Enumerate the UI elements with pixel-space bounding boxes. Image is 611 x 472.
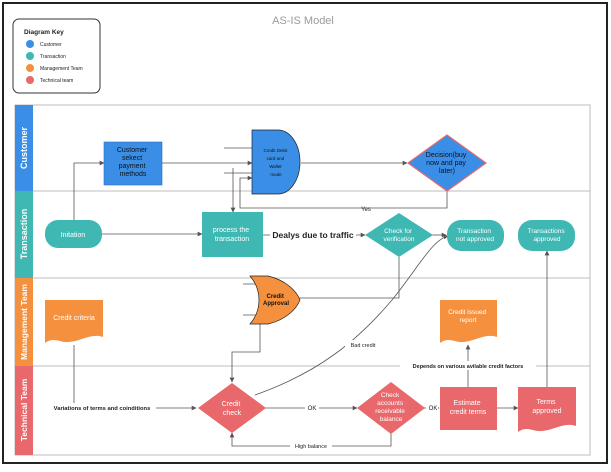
not-approved-line-1: Transaction xyxy=(457,228,491,235)
process-line-2: transaction xyxy=(215,236,249,243)
estimate-line-1: Estimate xyxy=(453,400,480,407)
svg-text:Credit Approval: Credit Approval xyxy=(263,294,289,307)
node-decision-bnpl[interactable]: Decision(buy now and pay later) xyxy=(406,134,488,192)
node-verification[interactable]: Check for verification xyxy=(365,213,433,257)
node-credit-report[interactable]: Credit issued report xyxy=(440,300,497,343)
node-initiation[interactable]: Initation xyxy=(45,220,102,248)
svg-text:Credit check: Credit check xyxy=(222,401,243,417)
initiation-label: Initation xyxy=(61,232,86,239)
edge-initiation-to-payment xyxy=(73,160,105,220)
decision-line-3: later) xyxy=(439,168,455,175)
node-select-payment[interactable]: Customer sekect payment methods xyxy=(103,141,163,186)
label-variations: Variations of terms and coinditions xyxy=(54,406,151,412)
credit-gate-line-4: mode xyxy=(270,172,282,177)
node-not-approved[interactable]: Transaction not approved xyxy=(447,220,504,251)
label-factors: Depends on various avilable credit facto… xyxy=(413,364,524,370)
check-accounts-line-1: Check xyxy=(381,392,400,399)
label-traffic: Dealys due to traffic xyxy=(272,230,354,240)
label-yes: Yes xyxy=(361,207,371,213)
verification-line-1: Check for xyxy=(384,228,413,235)
svg-text:Credit issued report: Credit issued report xyxy=(448,309,488,324)
edge-approval-to-credit-check xyxy=(229,322,261,383)
key-dot-customer xyxy=(26,40,34,48)
credit-report-line-1: Credit issued xyxy=(448,309,486,316)
svg-text:Check for verification: Check for verification xyxy=(383,228,414,243)
decision-line-1: Decision(buy xyxy=(426,152,467,159)
edge-bad-credit xyxy=(254,234,449,396)
lane-header-customer xyxy=(15,105,33,191)
key-dot-transaction xyxy=(26,52,34,60)
select-payment-line-1: Customer xyxy=(117,147,148,154)
not-approved-line-2: not approved xyxy=(456,236,494,243)
lane-label-customer: Customer xyxy=(19,127,29,170)
select-payment-line-2: sekect xyxy=(122,155,142,162)
key-label-customer: Customer xyxy=(40,42,62,48)
diagram-key: Diagram Key Customer Transaction Managem… xyxy=(12,18,101,94)
select-payment-line-4: methods xyxy=(120,171,147,178)
edge-decision-yes xyxy=(239,175,448,209)
label-ok-2: OK xyxy=(429,406,438,412)
process-line-1: process the xyxy=(213,227,249,234)
diagram-title: AS-IS Model xyxy=(272,15,334,27)
credit-check-line-1: Credit xyxy=(222,401,241,408)
svg-text:Decision(buy now and p: Decision(buy now and pay later) xyxy=(426,152,468,175)
node-check-accounts[interactable]: Check accounts receivable balance xyxy=(357,382,425,434)
svg-text:Customer sekect: Customer sekect payment methods xyxy=(117,147,149,178)
key-label-transaction: Transaction xyxy=(40,54,66,60)
terms-approved-line-1: Terms xyxy=(536,399,556,406)
lane-label-technical: Technical Team xyxy=(19,378,29,441)
lane-header-management xyxy=(15,278,33,366)
verification-line-2: verification xyxy=(383,236,414,243)
credit-approval-line-2: Approval xyxy=(263,301,289,307)
decision-line-2: now and pay xyxy=(426,160,466,167)
svg-text:Transactions approved: Transactions approved xyxy=(528,228,567,243)
check-accounts-line-4: balance xyxy=(380,416,403,423)
nodes: Customer sekect payment methods Credit D… xyxy=(45,129,576,434)
label-bad-credit: Bad credit xyxy=(351,343,376,349)
lane-label-management: Management Team xyxy=(19,284,29,360)
node-process[interactable]: process the transaction xyxy=(202,212,263,257)
svg-text:Transaction not approv: Transaction not approved xyxy=(456,228,494,243)
lane-label-transaction: Transaction xyxy=(19,209,29,260)
svg-text:process the transacti: process the transaction xyxy=(213,227,251,243)
label-high-balance: High balance xyxy=(295,444,327,450)
select-payment-line-3: payment xyxy=(119,163,146,170)
node-estimate-terms[interactable]: Estimate credit terms xyxy=(440,387,497,430)
node-terms-approved[interactable]: Terms approved xyxy=(518,387,576,432)
key-label-management: Management Team xyxy=(40,66,83,72)
edge-labels: Yes Dealys due to traffic Bad credit Dep… xyxy=(48,207,536,450)
approved-line-1: Transactions xyxy=(528,228,566,235)
edge-verification-to-credit-approval xyxy=(285,257,400,301)
svg-text:Check accounts: Check accounts receivable balance xyxy=(375,392,406,423)
node-credit-check[interactable]: Credit check xyxy=(198,383,266,433)
key-dot-management xyxy=(26,64,34,72)
key-title: Diagram Key xyxy=(24,29,64,36)
estimate-line-2: credit terms xyxy=(450,409,487,416)
lane-header-transaction xyxy=(15,191,33,278)
swimlanes: Customer Transaction Management Team Tec… xyxy=(14,104,591,456)
credit-approval-line-1: Credit xyxy=(266,294,283,300)
credit-gate-line-1: Credit Debit xyxy=(263,148,288,153)
svg-text:Estimate credit terms: Estimate credit terms xyxy=(450,400,487,416)
node-transactions-approved[interactable]: Transactions approved xyxy=(518,220,575,251)
node-credit-criteria[interactable]: Credit criteria xyxy=(45,300,103,343)
check-accounts-line-3: receivable xyxy=(375,408,405,415)
credit-criteria-label: Credit criteria xyxy=(53,315,95,322)
approved-line-2: approved xyxy=(533,236,560,243)
credit-gate-line-3: Wallet xyxy=(269,164,282,169)
svg-text:Credit Debit card and: Credit Debit card and Wallet mode xyxy=(263,148,288,177)
svg-text:Terms approved: Terms approved xyxy=(532,399,561,415)
lane-header-technical xyxy=(15,366,33,455)
node-credit-approval[interactable]: Credit Approval xyxy=(243,275,301,325)
label-ok-1: OK xyxy=(308,406,317,412)
terms-approved-line-2: approved xyxy=(532,408,561,415)
node-credit-gate[interactable]: Credit Debit card and Wallet mode xyxy=(251,129,301,195)
key-label-technical: Technical team xyxy=(40,78,73,84)
check-accounts-line-2: accounts xyxy=(377,400,404,407)
key-dot-technical xyxy=(26,76,34,84)
credit-check-line-2: check xyxy=(223,410,242,417)
credit-report-line-2: report xyxy=(460,317,477,324)
credit-gate-line-2: card and xyxy=(267,156,285,161)
